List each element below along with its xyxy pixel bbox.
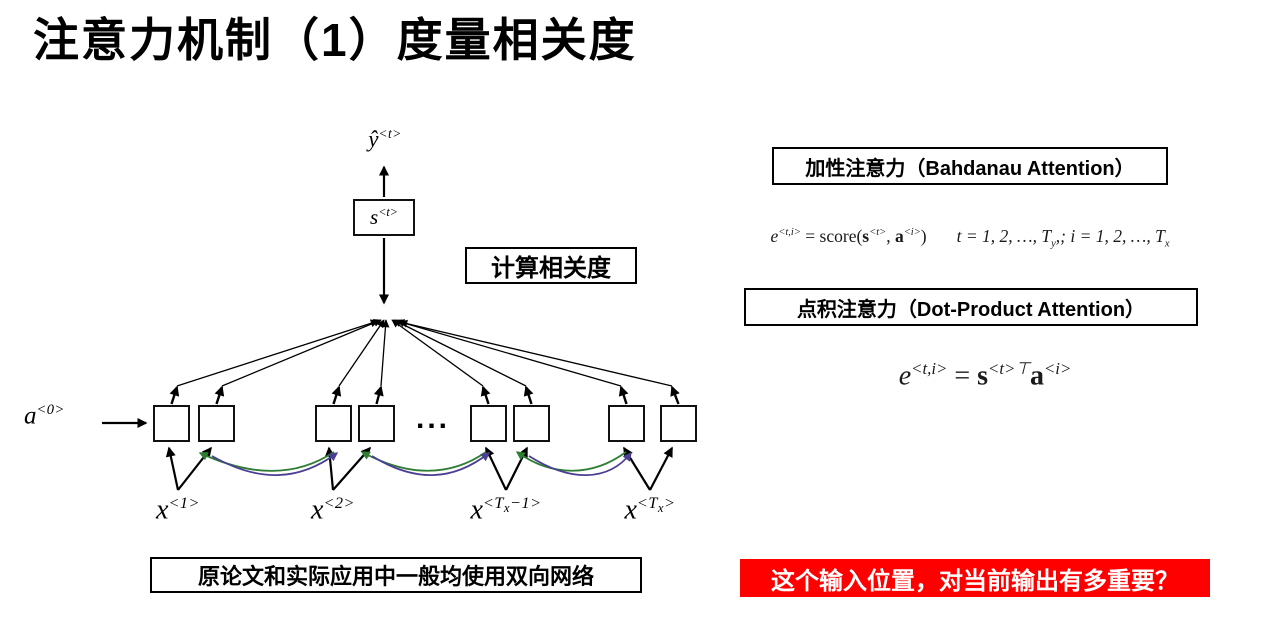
- rnn-cell: [358, 405, 395, 442]
- formula-index-range: t = 1, 2, …, Ty,; i = 1, 2, …, Tx: [956, 226, 1170, 250]
- rnn-cell: [315, 405, 352, 442]
- x-label-4: x<Tx>: [624, 494, 676, 526]
- dot-product-attention-formula: e<t,i> = s<t>⊤a<i>: [898, 359, 1072, 392]
- x-label-1: x<1>: [156, 494, 200, 526]
- x-label-3: x<Tx−1>: [470, 494, 542, 526]
- compute-relevance-label: 计算相关度: [465, 247, 637, 284]
- slide-title: 注意力机制（1）度量相关度: [33, 14, 637, 66]
- cell-output-arrows: [169, 385, 680, 405]
- rnn-cell: [198, 405, 235, 442]
- x-label-2: x<2>: [311, 494, 355, 526]
- additive-attention-formula: e<t,i> = score(s<t>, a<i>)t = 1, 2, …, T…: [770, 226, 1170, 250]
- rnn-cell: [153, 405, 190, 442]
- state-label: s<t>: [370, 205, 398, 229]
- dot-product-attention-title: 点积注意力（Dot-Product Attention）: [744, 288, 1198, 326]
- rnn-cell: [608, 405, 645, 442]
- input-arrows: [165, 446, 673, 491]
- backward-arcs: [198, 451, 627, 472]
- rnn-cell: [660, 405, 697, 442]
- forward-arcs: [211, 451, 632, 477]
- rnn-cell: [513, 405, 550, 442]
- state-box: s<t>: [353, 199, 415, 236]
- attention-score-lines: [176, 319, 673, 387]
- output-label: ŷ<t>: [368, 126, 402, 152]
- red-note: 这个输入位置，对当前输出有多重要？: [740, 559, 1210, 597]
- bidirectional-note: 原论文和实际应用中一般均使用双向网络: [150, 557, 642, 593]
- initial-state-label: a<0>: [24, 402, 65, 430]
- additive-attention-title: 加性注意力（Bahdanau Attention）: [772, 147, 1168, 185]
- rnn-cell: [470, 405, 507, 442]
- ellipsis: ...: [415, 402, 450, 435]
